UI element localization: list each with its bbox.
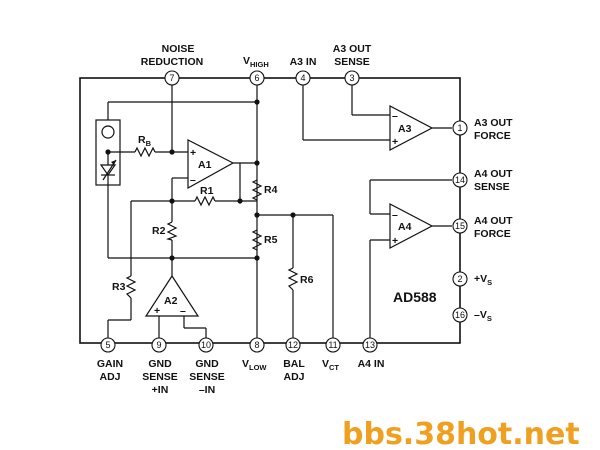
svg-text:–: –	[392, 110, 398, 122]
svg-text:11: 11	[328, 340, 337, 350]
junctions	[105, 99, 296, 261]
svg-text:13: 13	[365, 340, 375, 350]
amp-a1: A1 + –	[187, 139, 235, 190]
svg-text:REDUCTION: REDUCTION	[141, 56, 203, 68]
amp-a2: A2 + –	[144, 274, 200, 317]
resistors	[125, 146, 299, 299]
svg-text:1: 1	[457, 123, 462, 133]
svg-text:SENSE: SENSE	[334, 56, 370, 68]
svg-text:SENSE: SENSE	[474, 181, 510, 193]
svg-text:R1: R1	[200, 185, 214, 197]
pin-2: 2 +VS	[452, 271, 492, 287]
svg-text:2: 2	[457, 274, 462, 284]
svg-text:R5: R5	[264, 234, 278, 246]
pin-13: 13 A4 IN	[358, 337, 385, 370]
svg-text:12: 12	[288, 340, 298, 350]
resistor-r3	[125, 275, 137, 299]
svg-text:GND: GND	[195, 358, 219, 370]
svg-text:A3 OUT: A3 OUT	[474, 117, 513, 129]
svg-text:+: +	[154, 305, 160, 317]
svg-text:+: +	[392, 136, 398, 148]
svg-text:–IN: –IN	[199, 384, 215, 396]
svg-text:9: 9	[156, 340, 161, 350]
watermark: bbs.38hot.net	[342, 417, 580, 450]
svg-text:R6: R6	[300, 274, 314, 286]
svg-text:R2: R2	[152, 225, 166, 237]
resistor-labels: RB R1 R2 R3 R4 R5 R6	[112, 134, 314, 293]
chip-name: AD588	[393, 289, 437, 305]
svg-text:–: –	[392, 209, 398, 221]
svg-text:7: 7	[169, 73, 174, 83]
pin-14: 14 A4 OUT SENSE	[452, 168, 513, 193]
svg-text:10: 10	[201, 340, 211, 350]
svg-text:6: 6	[254, 73, 259, 83]
svg-text:BAL: BAL	[283, 358, 305, 370]
pin-9: 9 GND SENSE +IN	[142, 337, 178, 396]
chip-outline	[79, 77, 461, 344]
pin-5: 5 GAIN ADJ	[97, 337, 123, 383]
pin-11: 11 VCT	[322, 337, 341, 372]
svg-text:A4 OUT: A4 OUT	[474, 215, 513, 227]
svg-text:15: 15	[455, 221, 465, 231]
wires	[107, 84, 452, 338]
svg-text:–VS: –VS	[474, 309, 492, 323]
svg-text:GND: GND	[148, 358, 172, 370]
pin-15: 15 A4 OUT FORCE	[452, 215, 513, 240]
svg-text:R4: R4	[264, 184, 278, 196]
svg-text:14: 14	[455, 175, 465, 185]
svg-text:RB: RB	[138, 134, 152, 148]
amp-a1-label: A1	[198, 159, 212, 171]
svg-text:ADJ: ADJ	[283, 371, 304, 383]
svg-text:+IN: +IN	[152, 384, 169, 396]
pin-4: 4 A3 IN	[290, 56, 317, 86]
svg-text:FORCE: FORCE	[474, 130, 511, 142]
svg-text:–: –	[190, 174, 196, 186]
svg-text:R3: R3	[112, 281, 126, 293]
svg-text:+: +	[190, 147, 196, 159]
resistor-r5	[251, 229, 263, 251]
svg-text:VHIGH: VHIGH	[243, 55, 269, 69]
svg-text:A3 IN: A3 IN	[290, 56, 317, 68]
svg-text:A4 OUT: A4 OUT	[474, 168, 513, 180]
svg-text:4: 4	[300, 73, 305, 83]
amp-a3-label: A3	[398, 123, 412, 135]
pin-10: 10 GND SENSE –IN	[189, 337, 225, 396]
svg-text:+VS: +VS	[474, 273, 492, 287]
pin-16: 16 –VS	[452, 307, 492, 323]
svg-text:SENSE: SENSE	[189, 371, 225, 383]
amp-a2-label: A2	[164, 295, 178, 307]
svg-text:+: +	[392, 235, 398, 247]
svg-text:–: –	[180, 305, 186, 317]
pin-12: 12 BAL ADJ	[283, 337, 305, 383]
svg-text:FORCE: FORCE	[474, 228, 511, 240]
resistor-r1	[194, 195, 216, 207]
svg-text:5: 5	[105, 340, 110, 350]
svg-text:8: 8	[254, 340, 259, 350]
resistor-r6	[287, 267, 299, 291]
amp-a4-label: A4	[398, 221, 412, 233]
svg-text:3: 3	[349, 73, 354, 83]
pin-8: 8 VLOW	[242, 337, 267, 372]
svg-text:A4 IN: A4 IN	[358, 358, 385, 370]
svg-text:A3 OUT: A3 OUT	[333, 43, 372, 55]
pin-3: 3 A3 OUT SENSE	[333, 43, 372, 86]
svg-text:SENSE: SENSE	[142, 371, 178, 383]
resistor-rb	[134, 146, 156, 158]
pin-1: 1 A3 OUT FORCE	[452, 117, 513, 142]
svg-text:ADJ: ADJ	[99, 371, 120, 383]
resistor-r2	[165, 221, 178, 241]
resistor-r4	[251, 179, 263, 201]
svg-text:VCT: VCT	[322, 358, 339, 372]
svg-text:GAIN: GAIN	[97, 358, 123, 370]
amp-a4: A4 – +	[389, 203, 434, 249]
pin-6: 6 VHIGH	[243, 55, 269, 86]
svg-text:NOISE: NOISE	[162, 43, 195, 55]
pin-7: 7 NOISE REDUCTION	[141, 43, 203, 86]
amp-a3: A3 – +	[389, 105, 434, 151]
svg-text:16: 16	[455, 310, 465, 320]
svg-text:VLOW: VLOW	[242, 358, 267, 372]
